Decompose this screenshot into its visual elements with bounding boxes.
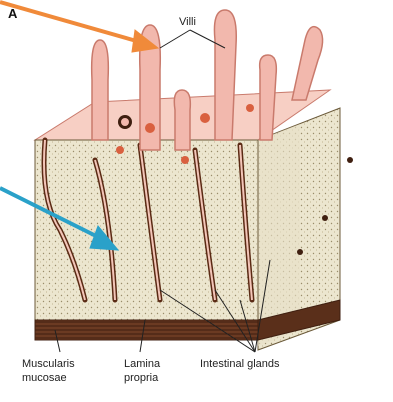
orange-arrow xyxy=(0,2,158,52)
intestinal-glands-label: Intestinal glands xyxy=(200,358,280,371)
villi-label: Villi xyxy=(179,16,196,29)
lamina-propria-face xyxy=(35,140,258,320)
lamina-label-line1: Lamina xyxy=(124,358,160,371)
muscularis-band xyxy=(35,320,258,340)
muscularis-label-line2: mucosae xyxy=(22,372,67,385)
lamina-label-line2: propria xyxy=(124,372,158,385)
muscularis-label-line1: Muscularis xyxy=(22,358,75,371)
